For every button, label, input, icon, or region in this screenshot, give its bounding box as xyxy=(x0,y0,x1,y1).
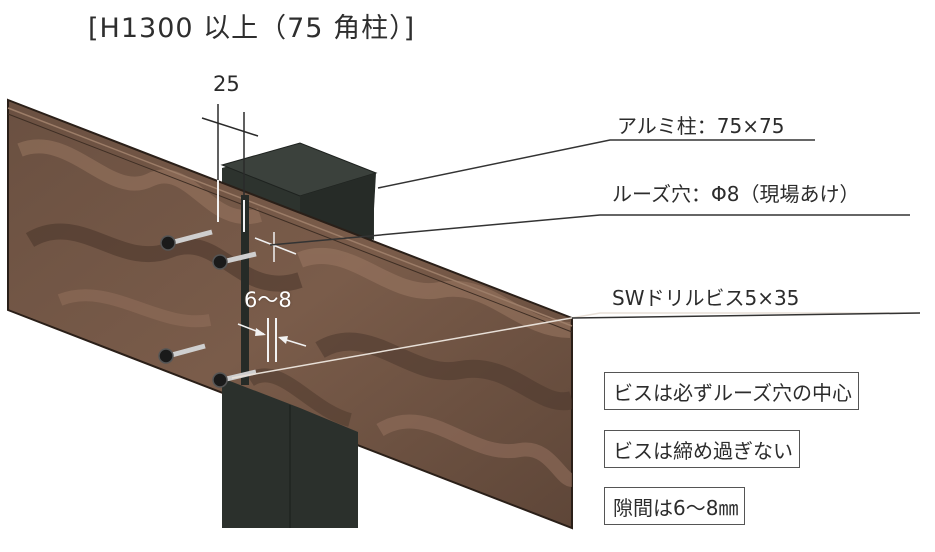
note-no-overtighten: ビスは締め過ぎない xyxy=(604,430,800,468)
callout-screw: SWドリルビス5×35 xyxy=(612,286,800,310)
gap-strip xyxy=(241,195,249,385)
fence-board xyxy=(7,98,573,530)
dimension-gap-label: 6〜8 xyxy=(244,288,292,312)
callout-loose-hole: ルーズ穴：Φ8（現場あけ） xyxy=(612,182,860,206)
aluminum-post-top xyxy=(220,142,378,244)
dimension-spacing-label: 25 xyxy=(213,72,240,96)
aluminum-post-bottom xyxy=(222,378,358,528)
loose-hole-marker xyxy=(254,232,297,262)
diagram-title: [H1300 以上（75 角柱）] xyxy=(88,13,416,44)
note-screw-center: ビスは必ずルーズ穴の中心 xyxy=(604,372,859,410)
leader-post xyxy=(377,139,815,189)
callout-post: アルミ柱：75×75 xyxy=(617,114,785,138)
leader-screw xyxy=(231,312,920,379)
leader-lines xyxy=(231,139,921,379)
screws xyxy=(158,229,257,388)
note-gap-size: 隙間は6〜8㎜ xyxy=(604,487,746,525)
gap-dimension-arrows xyxy=(237,318,307,362)
leader-hole xyxy=(269,214,910,246)
dimension-25-lines xyxy=(201,104,259,232)
